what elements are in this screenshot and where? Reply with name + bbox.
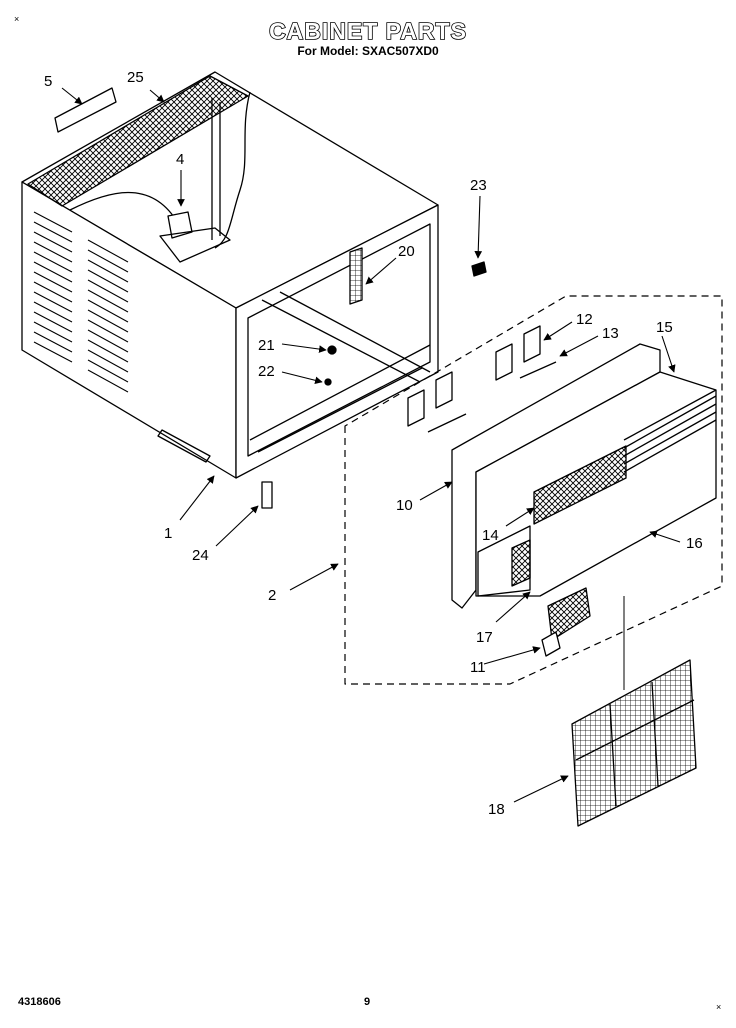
- callout-25: 25: [127, 69, 144, 86]
- callout-5: 5: [44, 73, 52, 90]
- callout-18: 18: [488, 801, 505, 818]
- callout-11: 11: [470, 659, 486, 676]
- part-number: 4318606: [18, 996, 61, 1008]
- callout-22: 22: [258, 363, 275, 380]
- callout-13: 13: [602, 325, 619, 342]
- callout-20: 20: [398, 243, 415, 260]
- corner-mark-top-left: ×: [14, 14, 20, 24]
- callout-24: 24: [192, 547, 209, 564]
- air-filter-drawing: [571, 659, 697, 827]
- callout-14: 14: [482, 527, 499, 544]
- front-assembly-boundary: [344, 295, 723, 685]
- callout-21: 21: [258, 337, 275, 354]
- callout-10: 10: [396, 497, 413, 514]
- callout-16: 16: [686, 535, 703, 552]
- callout-2: 2: [268, 587, 276, 604]
- label-plate-drawing: [54, 87, 117, 133]
- corner-mark-bottom-right: ×: [716, 1002, 722, 1012]
- cabinet-drawing: [21, 71, 487, 479]
- callout-4: 4: [176, 151, 184, 168]
- front-panel-drawing: [407, 325, 717, 657]
- callout-15: 15: [656, 319, 673, 336]
- page-title: CABINET PARTS: [268, 17, 467, 45]
- callout-23: 23: [470, 177, 487, 194]
- page-number: 9: [364, 996, 371, 1008]
- callout-17: 17: [476, 629, 493, 646]
- model-subtitle: For Model: SXAC507XD0: [297, 44, 439, 58]
- leader-arrows: [61, 87, 681, 803]
- small-clip-drawing: [261, 481, 273, 509]
- callout-12: 12: [576, 311, 593, 328]
- callout-1: 1: [164, 525, 172, 542]
